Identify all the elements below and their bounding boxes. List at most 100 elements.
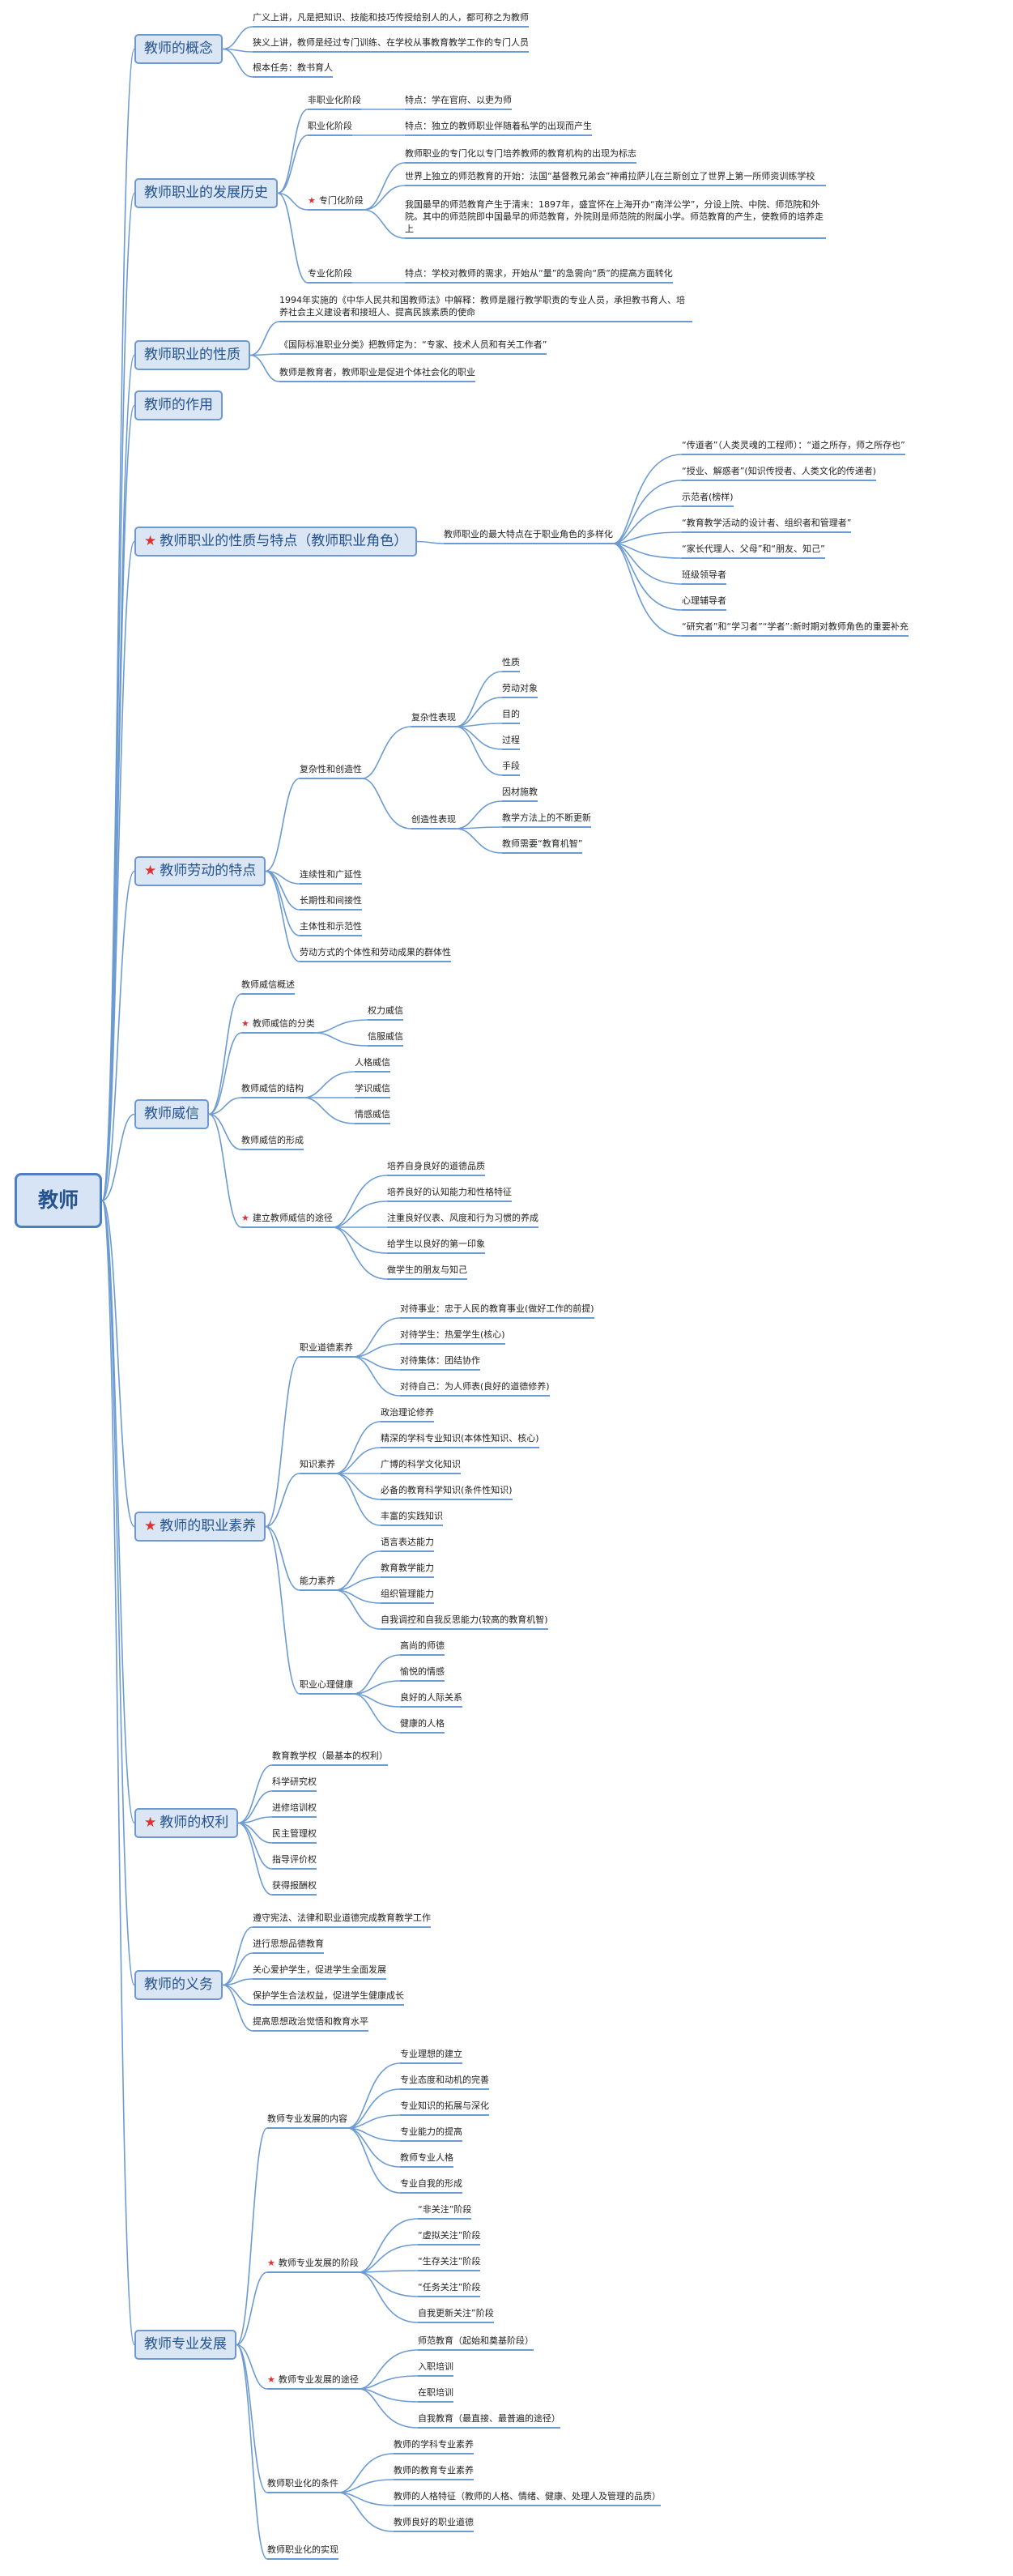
- leaf-b8b4[interactable]: 必备的教育科学知识(条件性知识): [381, 1484, 513, 1500]
- leaf-b11c3[interactable]: 在职培训: [418, 2386, 453, 2403]
- leaf-b7c1[interactable]: 人格威信: [355, 1056, 390, 1073]
- leaf-b11d2[interactable]: 教师的教育专业素养: [394, 2464, 474, 2480]
- leaf-b5a8[interactable]: “研究者”和“学习者”“学者”:新时期对教师角色的重要补充: [682, 621, 909, 637]
- leaf-b6d[interactable]: 主体性和示范性: [300, 920, 362, 936]
- branch-b7[interactable]: 教师威信: [134, 1098, 209, 1129]
- branch-b4[interactable]: 教师的作用: [134, 390, 223, 420]
- leaf-b11d[interactable]: 教师职业化的条件: [267, 2477, 338, 2493]
- leaf-b11c2[interactable]: 入职培训: [418, 2361, 453, 2377]
- leaf-b5a7[interactable]: 心理辅导者: [682, 595, 726, 611]
- leaf-b11e[interactable]: 教师职业化的实现: [267, 2544, 338, 2560]
- leaf-b6a1b[interactable]: 劳动对象: [502, 682, 538, 698]
- leaf-b2a1[interactable]: 特点：学在官府、以吏为师: [405, 94, 512, 110]
- leaf-b6a2b[interactable]: 教学方法上的不断更新: [502, 812, 591, 828]
- leaf-b6a2[interactable]: 创造性表现: [411, 813, 456, 830]
- leaf-b11a4[interactable]: 专业能力的提高: [400, 2126, 462, 2142]
- leaf-b7e[interactable]: ★建立教师威信的途径: [241, 1212, 333, 1228]
- leaf-b5a5[interactable]: “家长代理人、父母”和“朋友、知己”: [682, 543, 825, 559]
- leaf-b2c3[interactable]: 我国最早的师范教育产生于清末：1897年，盛宣怀在上海开办“南洋公学”，分设上院…: [405, 198, 826, 239]
- leaf-b8b2[interactable]: 精深的学科专业知识(本体性知识、核心): [381, 1432, 539, 1448]
- leaf-b7b1[interactable]: 权力威信: [368, 1004, 403, 1021]
- leaf-b6c[interactable]: 长期性和间接性: [300, 894, 362, 911]
- leaf-b2a[interactable]: 非职业化阶段: [308, 94, 361, 110]
- leaf-b7e3[interactable]: 注重良好仪表、风度和行为习惯的养成: [387, 1212, 538, 1228]
- leaf-b2d[interactable]: 专业化阶段: [308, 267, 352, 284]
- leaf-b6e[interactable]: 劳动方式的个体性和劳动成果的群体性: [300, 946, 451, 962]
- leaf-b11d1[interactable]: 教师的学科专业素养: [394, 2438, 474, 2454]
- leaf-b8b3[interactable]: 广博的科学文化知识: [381, 1458, 461, 1474]
- leaf-b11c1[interactable]: 师范教育（起始和奠基阶段）: [418, 2335, 534, 2351]
- leaf-b8d[interactable]: 职业心理健康: [300, 1678, 353, 1695]
- branch-b6[interactable]: ★教师劳动的特点: [134, 855, 266, 886]
- leaf-b2c1[interactable]: 教师职业的专门化以专门培养教师的教育机构的出现为标志: [405, 147, 636, 164]
- leaf-b7c3[interactable]: 情感威信: [355, 1108, 390, 1124]
- leaf-b11a6[interactable]: 专业自我的形成: [400, 2177, 462, 2194]
- leaf-b7e2[interactable]: 培养良好的认知能力和性格特征: [387, 1186, 512, 1202]
- leaf-b10c[interactable]: 关心爱护学生，促进学生全面发展: [253, 1964, 386, 1980]
- leaf-b8d3[interactable]: 良好的人际关系: [400, 1691, 462, 1708]
- branch-b1[interactable]: 教师的概念: [134, 33, 223, 64]
- leaf-b8a4[interactable]: 对待自己：为人师表(良好的道德修养): [400, 1380, 550, 1397]
- leaf-b8b5[interactable]: 丰富的实践知识: [381, 1510, 443, 1526]
- leaf-b11a2[interactable]: 专业态度和动机的完善: [400, 2074, 489, 2090]
- leaf-b11a[interactable]: 教师专业发展的内容: [267, 2113, 347, 2129]
- leaf-b6b[interactable]: 连续性和广延性: [300, 868, 362, 885]
- leaf-b7a[interactable]: 教师威信概述: [241, 979, 295, 995]
- leaf-b11d3[interactable]: 教师的人格特征（教师的人格、情绪、健康、处理人及管理的品质）: [394, 2490, 661, 2506]
- leaf-b11b[interactable]: ★教师专业发展的阶段: [267, 2257, 359, 2273]
- leaf-b11c[interactable]: ★教师专业发展的途径: [267, 2373, 359, 2390]
- leaf-b5a3[interactable]: 示范者(榜样): [682, 491, 734, 507]
- leaf-b3b[interactable]: 《国际标准职业分类》把教师定为：“专家、技术人员和有关工作者”: [279, 339, 547, 355]
- leaf-b2b[interactable]: 职业化阶段: [308, 120, 352, 136]
- leaf-b6a1a[interactable]: 性质: [502, 656, 520, 672]
- leaf-b3a[interactable]: 1994年实施的《中华人民共和国教师法》中解释：教师是履行教学职责的专业人员，承…: [279, 294, 692, 322]
- leaf-b5a6[interactable]: 班级领导者: [682, 569, 726, 585]
- branch-b11[interactable]: 教师专业发展: [134, 2329, 236, 2360]
- leaf-b7e1[interactable]: 培养自身良好的道德品质: [387, 1160, 485, 1176]
- leaf-b7c[interactable]: 教师威信的结构: [241, 1082, 304, 1098]
- leaf-b3c[interactable]: 教师是教育者，教师职业是促进个体社会化的职业: [279, 366, 475, 382]
- leaf-b10d[interactable]: 保护学生合法权益，促进学生健康成长: [253, 1990, 404, 2006]
- leaf-b10a[interactable]: 遵守宪法、法律和职业道德完成教育教学工作: [253, 1912, 431, 1928]
- leaf-b8c4[interactable]: 自我调控和自我反思能力(较高的教育机智): [381, 1614, 548, 1630]
- leaf-b11c4[interactable]: 自我教育（最直接、最普遍的途径）: [418, 2412, 560, 2429]
- leaf-b7c2[interactable]: 学识威信: [355, 1082, 390, 1098]
- leaf-b7e4[interactable]: 给学生以良好的第一印象: [387, 1238, 485, 1254]
- leaf-b6a2a[interactable]: 因材施教: [502, 786, 538, 802]
- leaf-b10b[interactable]: 进行思想品德教育: [253, 1938, 324, 1954]
- leaf-b2b1[interactable]: 特点：独立的教师职业伴随着私学的出现而产生: [405, 120, 592, 136]
- leaf-b1a[interactable]: 广义上讲，凡是把知识、技能和技巧传授给别人的人，都可称之为教师: [253, 11, 529, 28]
- leaf-b8c2[interactable]: 教育教学能力: [381, 1562, 434, 1578]
- leaf-b5a[interactable]: 教师职业的最大特点在于职业角色的多样化: [444, 528, 613, 544]
- leaf-b7e5[interactable]: 做学生的朋友与知己: [387, 1264, 467, 1280]
- branch-b3[interactable]: 教师职业的性质: [134, 339, 250, 370]
- leaf-b6a[interactable]: 复杂性和创造性: [300, 763, 362, 779]
- leaf-b1b[interactable]: 狭义上讲，教师是经过专门训练、在学校从事教育教学工作的专门人员: [253, 36, 529, 53]
- leaf-b11a1[interactable]: 专业理想的建立: [400, 2048, 462, 2064]
- leaf-b1c[interactable]: 根本任务：教书育人: [253, 62, 333, 78]
- leaf-b11a5[interactable]: 教师专业人格: [400, 2152, 453, 2168]
- leaf-b6a1[interactable]: 复杂性表现: [411, 711, 456, 727]
- leaf-b5a4[interactable]: “教育教学活动的设计者、组织者和管理者”: [682, 517, 852, 533]
- leaf-b7b[interactable]: ★教师威信的分类: [241, 1017, 315, 1034]
- leaf-b11b3[interactable]: “生存关注”阶段: [418, 2255, 481, 2271]
- leaf-b2c2[interactable]: 世界上独立的师范教育的开始：法国“基督教兄弟会”神甫拉萨儿在兰斯创立了世界上第一…: [405, 170, 826, 186]
- leaf-b6a1e[interactable]: 手段: [502, 760, 520, 776]
- leaf-b9b[interactable]: 科学研究权: [272, 1776, 317, 1792]
- leaf-b9f[interactable]: 获得报酬权: [272, 1879, 317, 1896]
- leaf-b2d1[interactable]: 特点：学校对教师的需求，开始从“量”的急需向“质”的提高方面转化: [405, 267, 673, 284]
- leaf-b11d4[interactable]: 教师良好的职业道德: [394, 2516, 474, 2532]
- leaf-b5a1[interactable]: “传道者”（人类灵魂的工程师）：“道之所存，师之所存也”: [682, 439, 905, 455]
- leaf-b7b2[interactable]: 信服威信: [368, 1030, 403, 1047]
- leaf-b8c1[interactable]: 语言表达能力: [381, 1536, 434, 1552]
- leaf-b9c[interactable]: 进修培训权: [272, 1802, 317, 1818]
- branch-b5[interactable]: ★教师职业的性质与特点（教师职业角色）: [134, 526, 418, 557]
- leaf-b11b5[interactable]: 自我更新关注”阶段: [418, 2307, 494, 2323]
- leaf-b9e[interactable]: 指导评价权: [272, 1853, 317, 1870]
- leaf-b9d[interactable]: 民主管理权: [272, 1828, 317, 1844]
- branch-b9[interactable]: ★教师的权利: [134, 1807, 239, 1838]
- branch-b8[interactable]: ★教师的职业素养: [134, 1511, 266, 1542]
- leaf-b7d[interactable]: 教师威信的形成: [241, 1134, 304, 1150]
- leaf-b8d4[interactable]: 健康的人格: [400, 1717, 445, 1734]
- branch-b10[interactable]: 教师的义务: [134, 1969, 223, 2000]
